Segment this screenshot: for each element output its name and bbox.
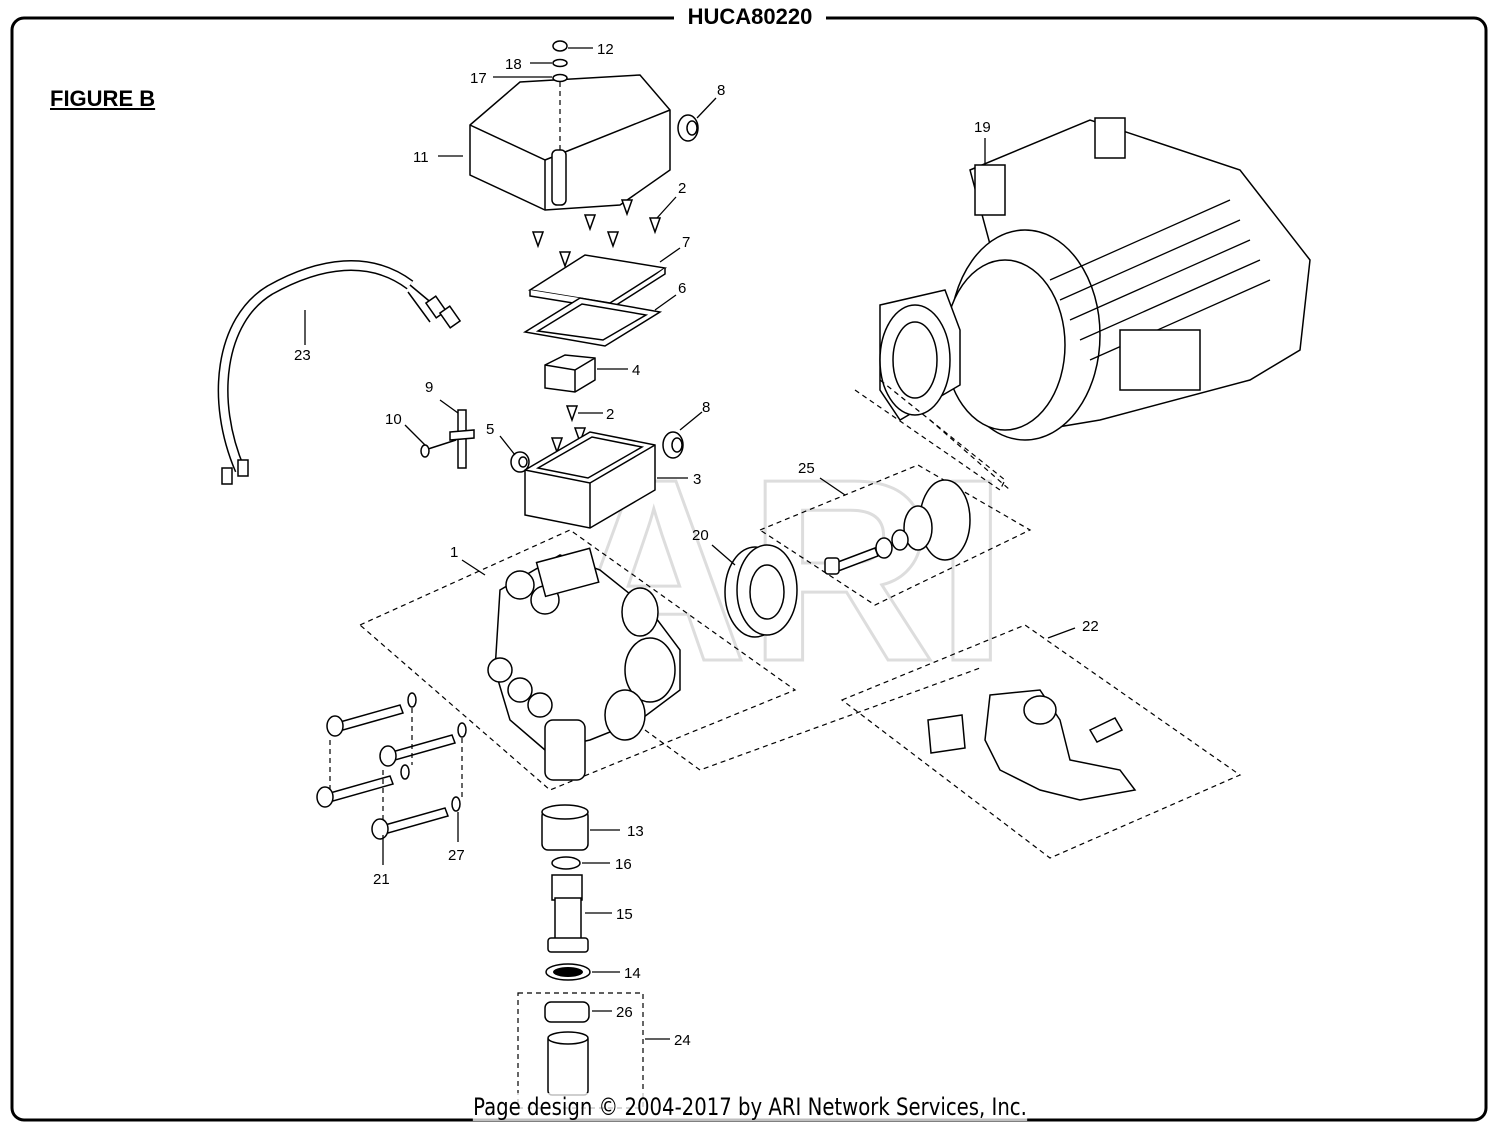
callout-8-top: 8 xyxy=(717,82,725,99)
callout-10: 10 xyxy=(385,411,402,428)
part-5-plug[interactable] xyxy=(510,451,530,473)
part-24-group-outline xyxy=(517,992,644,1109)
footer-copyright: Page design © 2004-2017 by ARI Network S… xyxy=(135,1093,1365,1121)
callout-26: 26 xyxy=(616,1004,633,1021)
part-1-pump[interactable] xyxy=(487,547,681,781)
callout-labels: 12 18 17 8 11 2 7 6 4 2 8 5 3 9 10 23 19… xyxy=(294,41,1099,1049)
callout-21: 21 xyxy=(373,871,390,888)
diagram-title-text: HUCA80220 xyxy=(673,4,827,29)
part-25-group-outline xyxy=(758,464,1032,606)
part-8-grommet-top[interactable] xyxy=(677,114,699,142)
callout-16: 16 xyxy=(615,856,632,873)
callout-1: 1 xyxy=(450,544,458,561)
callout-20: 20 xyxy=(692,527,709,544)
callout-12: 12 xyxy=(597,41,614,58)
callout-2-top: 2 xyxy=(678,180,686,197)
part-17-washer[interactable] xyxy=(552,73,568,83)
part-23-wire-harness[interactable] xyxy=(217,260,462,485)
callout-22: 22 xyxy=(1082,618,1099,635)
diagram-title: HUCA80220 xyxy=(0,4,1500,30)
part-10-pin[interactable] xyxy=(420,439,457,458)
part-11-cover[interactable] xyxy=(469,74,671,211)
part-16-o-ring[interactable] xyxy=(551,856,581,870)
part-20-seal[interactable] xyxy=(724,544,798,638)
part-2-screws-top[interactable] xyxy=(531,199,662,269)
callout-3: 3 xyxy=(693,471,701,488)
part-2-screws-middle[interactable] xyxy=(550,405,587,455)
callout-27: 27 xyxy=(448,847,465,864)
part-21-bolts[interactable] xyxy=(316,704,456,840)
leader-lines xyxy=(304,47,1076,1040)
callout-9: 9 xyxy=(425,379,433,396)
part-22-unloader[interactable] xyxy=(927,689,1137,801)
callout-17: 17 xyxy=(470,70,487,87)
part-26-ring[interactable] xyxy=(544,1001,590,1023)
part-13-nut[interactable] xyxy=(541,804,589,851)
callout-19: 19 xyxy=(974,119,991,136)
part-4-switch[interactable] xyxy=(544,354,596,393)
part-22-group-outline xyxy=(840,624,1242,859)
part-15-adapter[interactable] xyxy=(547,874,589,953)
part-12-screw[interactable] xyxy=(552,40,568,52)
callout-18: 18 xyxy=(505,56,522,73)
part-24-coupler[interactable] xyxy=(547,1031,589,1096)
callout-13: 13 xyxy=(627,823,644,840)
part-19-motor[interactable] xyxy=(879,117,1311,441)
part-8-grommet-middle[interactable] xyxy=(662,431,684,459)
callout-7: 7 xyxy=(682,234,690,251)
callout-25: 25 xyxy=(798,460,815,477)
figure-label: FIGURE B xyxy=(50,86,156,111)
part-25-coupling[interactable] xyxy=(824,479,971,575)
callout-14: 14 xyxy=(624,965,641,982)
part-3-box[interactable] xyxy=(524,431,656,529)
part-6-gasket[interactable] xyxy=(522,297,663,347)
part-27-washers[interactable] xyxy=(400,692,467,812)
callout-11: 11 xyxy=(413,149,429,166)
callout-15: 15 xyxy=(616,906,633,923)
part-1-group-outline xyxy=(358,529,797,791)
callout-24: 24 xyxy=(674,1032,691,1049)
part-18-washer[interactable] xyxy=(552,58,568,68)
callout-6: 6 xyxy=(678,280,686,297)
callout-23: 23 xyxy=(294,347,311,364)
part-14-filter[interactable] xyxy=(545,963,591,981)
callout-8-middle: 8 xyxy=(702,399,710,416)
part-9-clip[interactable] xyxy=(449,409,475,469)
callout-2-middle: 2 xyxy=(606,406,614,423)
footer-text: Page design © 2004-2017 by ARI Network S… xyxy=(473,1093,1027,1121)
callout-4: 4 xyxy=(632,362,640,379)
callout-5: 5 xyxy=(486,421,494,438)
